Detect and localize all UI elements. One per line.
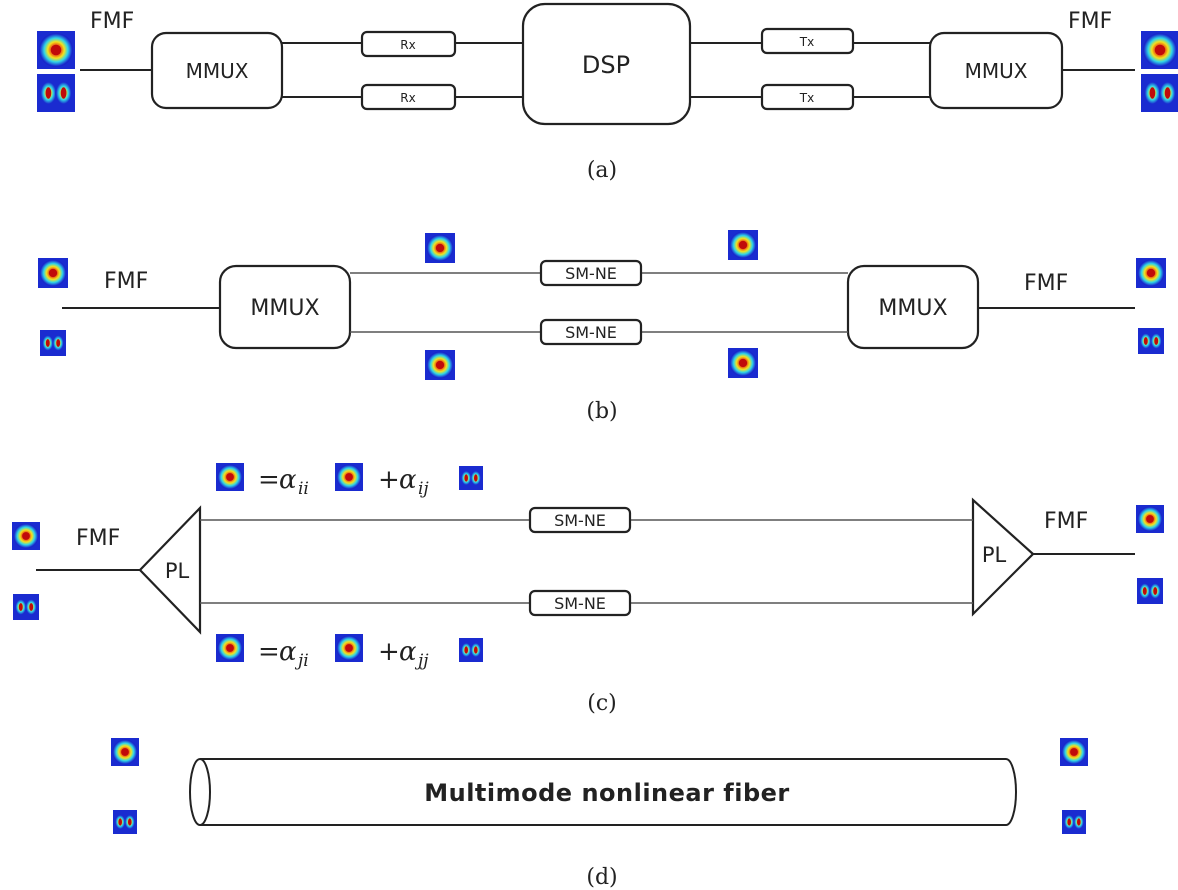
tx-label-bottom: Tx (799, 91, 814, 105)
panel-caption-d: (d) (586, 865, 617, 890)
equals-sign: = (258, 637, 280, 667)
lp01-mode-icon (37, 31, 75, 69)
sm-ne-box-bottom (528, 589, 632, 617)
alpha-coefficient: α (279, 465, 297, 495)
sm-ne-label-top: SM-NE (565, 264, 617, 283)
panel-caption-a: (a) (587, 158, 617, 183)
mmux-box-right (846, 264, 980, 350)
lp11-mode-icon (459, 638, 483, 662)
sm-ne-label-bottom: SM-NE (565, 323, 617, 342)
alpha-coefficient: α (399, 465, 417, 495)
sm-ne-box-top (539, 259, 643, 287)
rx-label-top: Rx (400, 38, 415, 52)
mmux-label-right: MMUX (878, 296, 947, 321)
lp01-mode-icon (728, 348, 758, 378)
tx-box-top (760, 27, 855, 55)
dsp-label: DSP (582, 51, 630, 79)
fiber-label: Multimode nonlinear fiber (424, 779, 790, 807)
fmf-label-left: FMF (104, 269, 148, 294)
lp01-mode-icon (1060, 738, 1088, 766)
alpha-subscript: ii (298, 479, 309, 499)
photonic-lantern-right (971, 497, 1035, 617)
sm-ne-box-bottom (539, 318, 643, 346)
shape (189, 758, 211, 826)
lp11-mode-icon (1138, 328, 1164, 354)
mmux-box-left (218, 264, 352, 350)
mmux-label-right: MMUX (965, 59, 1028, 83)
alpha-subscript: ji (294, 651, 309, 671)
mode-coupling-equation-top: = α ii + α ij (216, 463, 483, 499)
sm-ne-box-top (528, 506, 632, 534)
lp01-mode-icon (38, 258, 68, 288)
mmux-label-left: MMUX (186, 59, 249, 83)
panel-caption-c: (c) (587, 691, 617, 716)
photonic-lantern-left (138, 505, 202, 635)
panel-d: Multimode nonlinear fiber (d) (111, 738, 1088, 890)
pl-label-left: PL (165, 559, 190, 583)
equals-sign: = (258, 465, 280, 495)
sm-ne-label-top: SM-NE (554, 511, 606, 530)
plus-sign: + (378, 465, 400, 495)
lp01-mode-icon (425, 350, 455, 380)
panel-caption-b: (b) (586, 399, 617, 424)
mode-coupling-equation-bottom: = α ji + α jj (216, 634, 483, 671)
lp01-mode-icon (216, 634, 244, 662)
lp01-mode-icon (728, 230, 758, 260)
alpha-subscript: jj (414, 651, 429, 671)
lp01-mode-icon (425, 233, 455, 263)
lp11-mode-icon (1137, 578, 1163, 604)
lp11-mode-icon (459, 466, 483, 490)
lp11-mode-icon (37, 74, 75, 112)
fmf-label-right: FMF (1024, 271, 1068, 296)
alpha-coefficient: α (279, 637, 297, 667)
alpha-subscript: ij (418, 479, 429, 499)
alpha-coefficient: α (399, 637, 417, 667)
path (200, 758, 1017, 826)
fmf-label-left: FMF (76, 526, 120, 551)
rx-label-bottom: Rx (400, 91, 415, 105)
tx-label-top: Tx (799, 35, 814, 49)
lp01-mode-icon (1141, 31, 1178, 69)
lp01-mode-icon (335, 634, 363, 662)
panel-b: FMF FMF MMUX MMUX SM-NE SM-NE (b) (38, 230, 1166, 424)
fmf-label-right: FMF (1044, 509, 1088, 534)
dsp-box (521, 2, 692, 126)
lp11-mode-icon (1062, 810, 1086, 834)
fmf-label-left: FMF (90, 9, 134, 34)
panel-a: FMF FMF MMUX Rx Rx DSP Tx Tx MMUX (a) (37, 2, 1178, 183)
panel-c: FMF FMF PL PL SM-NE SM-NE = α ii + α ij (12, 463, 1164, 716)
mmux-box-right (928, 31, 1064, 110)
lp01-mode-icon (111, 738, 139, 766)
lp11-mode-icon (13, 594, 39, 620)
lp11-mode-icon (1141, 74, 1178, 112)
lp01-mode-icon (216, 463, 244, 491)
fmf-label-right: FMF (1068, 9, 1112, 34)
lp11-mode-icon (40, 330, 66, 356)
pl-label-right: PL (982, 543, 1007, 567)
lp01-mode-icon (335, 463, 363, 491)
mmux-box-left (150, 31, 284, 110)
lp11-mode-icon (113, 810, 137, 834)
plus-sign: + (378, 637, 400, 667)
multimode-fiber-cylinder (189, 758, 1017, 826)
lp01-mode-icon (1136, 258, 1166, 288)
lp01-mode-icon (1136, 505, 1164, 533)
sm-ne-label-bottom: SM-NE (554, 594, 606, 613)
lp01-mode-icon (12, 522, 40, 550)
mmux-label-left: MMUX (250, 296, 319, 321)
